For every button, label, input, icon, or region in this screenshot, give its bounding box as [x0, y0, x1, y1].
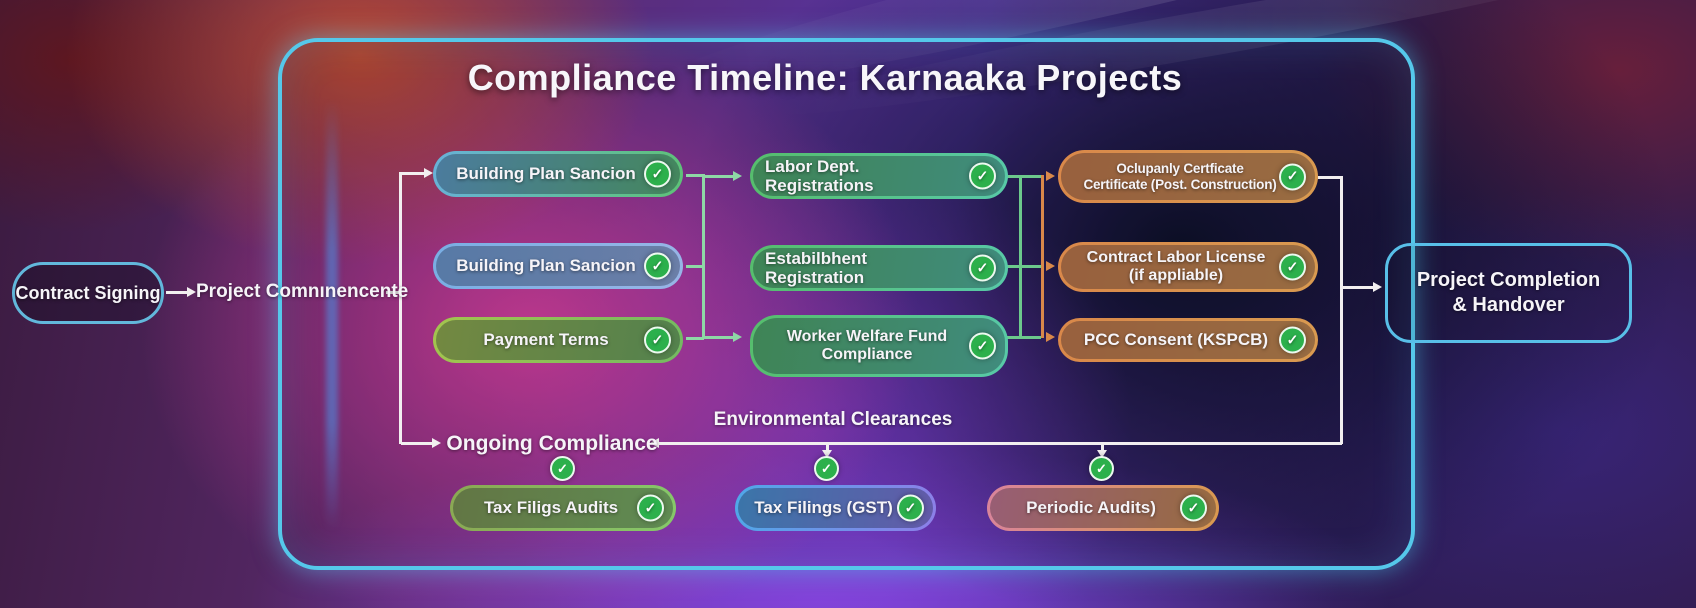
connector-line	[1342, 286, 1374, 289]
node-worker-welfare-fund: Worker Welfare Fund Compliance ✓	[750, 315, 1008, 377]
arrow-right-icon	[187, 287, 196, 297]
connector-line	[1318, 176, 1342, 179]
arrow-down-icon	[822, 450, 832, 458]
connector-line	[686, 174, 704, 177]
node-label: Certificate (Post. Construction)	[1083, 176, 1277, 192]
node-labor-dept-registrations: Labor Dept. Registrations ✓	[750, 153, 1008, 199]
arrow-right-icon	[1046, 332, 1055, 342]
node-label: Periodic Audits)	[1026, 498, 1156, 518]
arrow-right-icon	[1046, 261, 1055, 271]
connector-line	[1019, 175, 1022, 338]
node-label: Tax Filings (GST)	[754, 498, 893, 518]
label-project-commencement: Project Comnınencente	[196, 279, 408, 305]
connector-line	[1006, 175, 1041, 178]
connector-line	[399, 172, 402, 444]
connector-line	[166, 291, 188, 294]
label-ongoing-compliance: Ongoing Compliance	[446, 431, 657, 457]
node-building-plan-sanction-1: Building Plan Sancion ✓	[433, 151, 683, 197]
node-tax-filings-audits: Tax Filigs Audits ✓	[450, 485, 676, 531]
check-icon: ✓	[1180, 494, 1207, 522]
blue-light-streak	[326, 100, 338, 530]
node-label: Tax Filigs Audits	[483, 498, 619, 518]
check-icon: ✓	[644, 326, 671, 354]
connector-line	[1101, 444, 1104, 451]
check-icon: ✓	[644, 160, 671, 188]
node-occupancy-certificate: Oclupanly Certficate Certificate (Post. …	[1058, 150, 1318, 203]
arrow-right-icon	[733, 332, 742, 342]
node-label: & Handover	[1452, 294, 1565, 316]
node-label: Ongoing Compliance	[446, 432, 658, 455]
main-container	[278, 38, 1415, 570]
node-label: Payment Terms	[483, 330, 609, 350]
node-periodic-audits: Periodic Audits) ✓	[987, 485, 1219, 531]
node-label: (if appliable)	[1128, 267, 1224, 284]
node-tax-filings-gst: Tax Filings (GST) ✓	[735, 485, 936, 531]
node-label: Compliance	[821, 346, 913, 363]
check-icon: ✓	[1279, 163, 1306, 190]
arrow-right-icon	[1373, 282, 1382, 292]
label-environmental-clearances: Environmental Clearances	[683, 408, 983, 432]
arrow-down-icon	[1097, 450, 1107, 458]
node-label: Project Completion	[1416, 269, 1601, 291]
connector-line	[702, 174, 705, 339]
connector-line	[704, 336, 734, 339]
check-icon: ✓	[1279, 253, 1306, 281]
node-building-plan-sanction-2: Building Plan Sancion ✓	[433, 243, 683, 289]
connector-line	[401, 442, 433, 445]
node-project-completion-handover: Project Completion & Handover	[1385, 243, 1632, 343]
node-establishment-registration: Estabilbhent Registration ✓	[750, 245, 1008, 291]
node-label: Environmental Clearances	[713, 409, 953, 430]
node-label: Project Comnınencente	[196, 281, 409, 302]
node-contract-signing: Contract Signing	[12, 262, 164, 324]
connector-line	[826, 444, 829, 451]
node-label: Building Plan Sancion	[456, 256, 636, 276]
check-icon: ✓	[897, 494, 924, 522]
connector-line	[659, 442, 1342, 445]
node-contract-labor-license: Contract Labor License (if appliable) ✓	[1058, 242, 1318, 292]
node-label: Contract Signing	[15, 282, 161, 303]
node-label: Building Plan Sancion	[456, 164, 636, 184]
check-icon: ✓	[1279, 326, 1306, 354]
arrow-right-icon	[733, 171, 742, 181]
node-label: Estabilbhent Registration	[765, 248, 868, 287]
connector-line	[704, 175, 734, 178]
connector-line	[1006, 265, 1041, 268]
connector-line	[1006, 336, 1041, 339]
node-label: Oclupanly Certficate	[1116, 161, 1244, 177]
node-pcc-consent-kspcb: PCC Consent (KSPCB) ✓	[1058, 318, 1318, 362]
node-label: Worker Welfare Fund	[786, 327, 948, 345]
connector-line	[1340, 176, 1343, 444]
arrow-right-icon	[424, 168, 433, 178]
check-icon: ✓	[969, 254, 996, 282]
connector-line	[386, 291, 400, 294]
check-icon: ✓	[814, 456, 839, 481]
connector-line	[1041, 175, 1044, 338]
check-icon: ✓	[637, 494, 664, 522]
check-icon: ✓	[644, 252, 671, 280]
connector-line	[401, 172, 425, 175]
check-icon: ✓	[969, 162, 996, 190]
check-icon: ✓	[1089, 456, 1114, 481]
check-icon: ✓	[550, 456, 575, 481]
diagram-title: Compliance Timeline: Karnaaka Projects	[467, 57, 1183, 98]
connector-line	[686, 337, 704, 340]
check-icon: ✓	[969, 332, 996, 360]
arrow-left-icon	[650, 438, 659, 448]
node-label: PCC Consent (KSPCB)	[1083, 330, 1269, 350]
node-label: Labor Dept. Registrations	[765, 156, 874, 195]
arrow-right-icon	[432, 438, 441, 448]
node-payment-terms: Payment Terms ✓	[433, 317, 683, 363]
arrow-right-icon	[1046, 171, 1055, 181]
connector-line	[686, 265, 704, 268]
node-label: Contract Labor License	[1086, 248, 1266, 266]
